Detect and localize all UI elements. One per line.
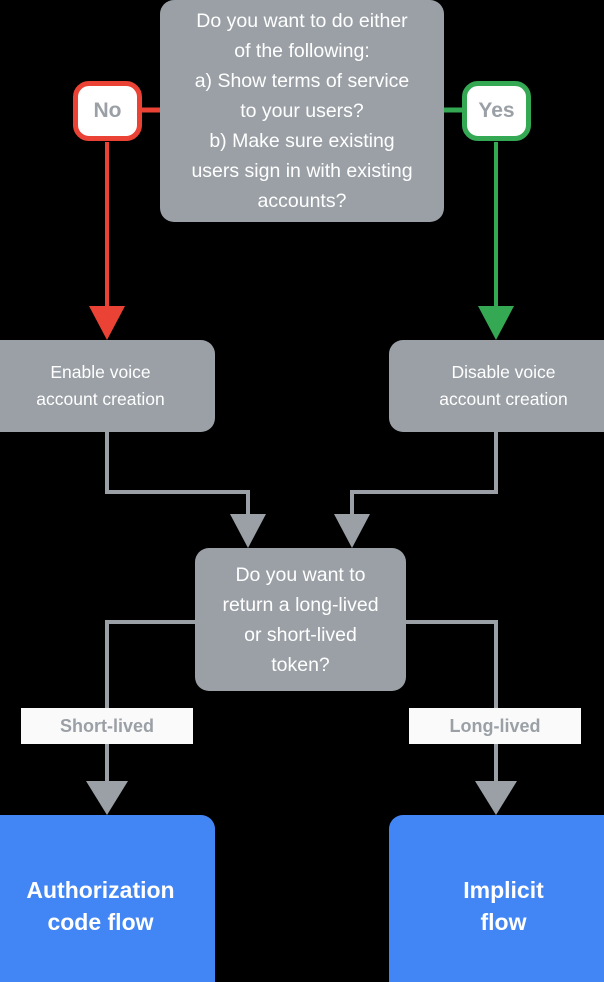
decision-node-token-lifetime: Do you want to return a long-lived or sh… [195,548,406,691]
edge-yes-to-disable-arrowhead [478,306,514,340]
terminal-node-authorization-code-flow-text: Authorization code flow [26,876,175,935]
terminal-node-implicit-flow-text: Implicit flow [463,876,544,935]
edge-no-to-enable-arrowhead [89,306,125,340]
badge-yes[interactable]: Yes [462,81,531,141]
decision-node-terms-of-service: Do you want to do either of the followin… [160,0,444,222]
process-node-disable-voice-account-creation: Disable voice account creation [389,340,604,432]
edge-label-long-lived-text: Long-lived [449,715,541,736]
terminal-node-implicit-flow: Implicit flow [389,815,604,982]
badge-no-label: No [93,99,122,122]
terminal-node-authorization-code-flow: Authorization code flow [0,815,215,982]
edge-token-to-implicit [406,620,498,790]
decision-node-token-lifetime-text: Do you want to return a long-lived or sh… [222,563,379,676]
edge-enable-to-token-arrowhead [230,514,266,548]
edge-token-to-implicit-arrowhead [475,781,517,815]
badge-no[interactable]: No [73,81,142,141]
edge-label-short-lived: Short-lived [21,708,193,744]
badge-yes-label: Yes [478,99,515,122]
edge-token-to-auth-code [105,620,195,790]
edge-label-long-lived: Long-lived [409,708,581,744]
process-node-enable-voice-account-creation: Enable voice account creation [0,340,215,432]
edge-disable-to-token-arrowhead [334,514,370,548]
edge-token-to-auth-code-arrowhead [86,781,128,815]
edge-enable-to-token [105,432,250,523]
edge-disable-to-token [350,432,498,523]
process-node-disable-voice-account-creation-text: Disable voice account creation [439,362,568,409]
decision-node-terms-of-service-text: Do you want to do either of the followin… [191,10,413,212]
edge-label-short-lived-text: Short-lived [59,715,154,736]
process-node-enable-voice-account-creation-text: Enable voice account creation [36,362,165,409]
